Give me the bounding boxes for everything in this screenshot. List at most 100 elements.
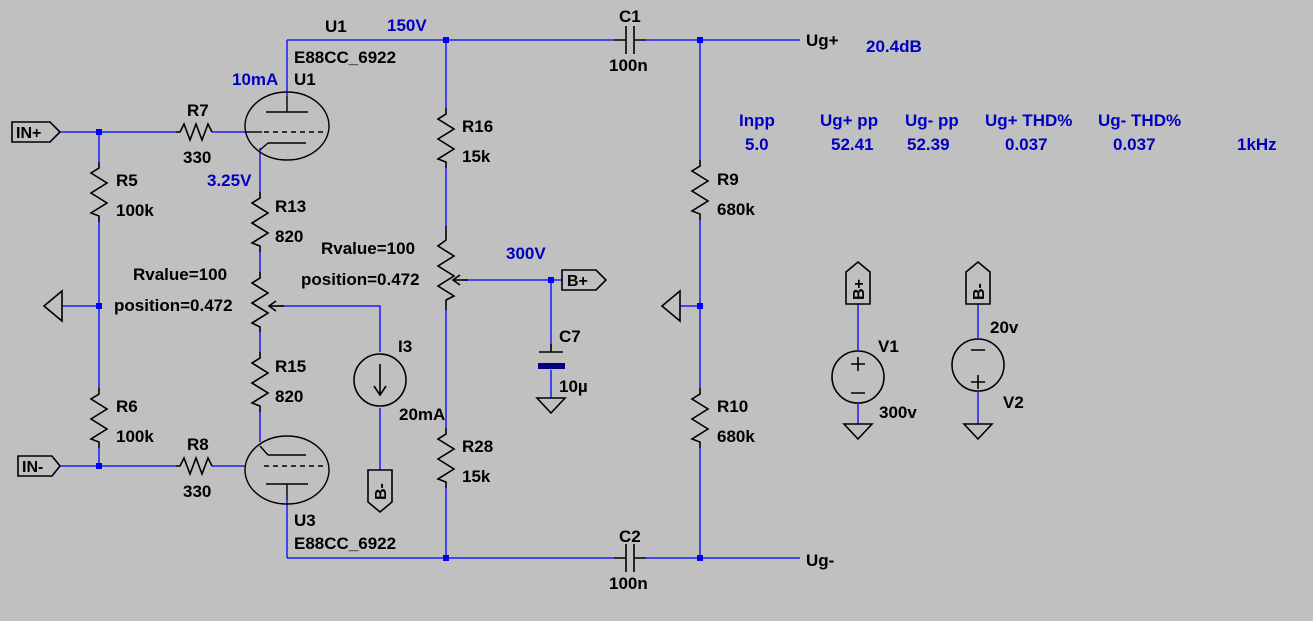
r16-value: 15k — [462, 147, 491, 166]
pot-right-position: position=0.472 — [301, 270, 420, 289]
net-flag-b-minus-v2[interactable]: B- — [965, 260, 991, 305]
resistor-r10[interactable]: R10 680k — [691, 387, 755, 449]
r10-value: 680k — [717, 427, 755, 446]
net-flag-in-minus[interactable]: IN- — [17, 455, 62, 477]
measurement-table: Inpp Ug+ pp Ug- pp Ug+ THD% Ug- THD% 5.0… — [739, 111, 1277, 154]
table-header: Inpp — [739, 111, 775, 130]
resistor-r28[interactable]: R28 15k — [437, 427, 493, 489]
resistor-r9[interactable]: R9 680k — [691, 159, 755, 221]
net-label-ug-plus: Ug+ — [806, 31, 839, 50]
table-header: Ug- pp — [905, 111, 959, 130]
v1-value: 300v — [879, 403, 917, 422]
ground-symbols — [42, 289, 994, 441]
tube-u1[interactable]: U1 E88CC_6922 U1 — [244, 17, 396, 161]
resistor-r6[interactable]: R6 100k — [90, 387, 154, 449]
v2-ref: 20v — [990, 318, 1019, 337]
c2-ref: C2 — [619, 527, 641, 546]
current-source-i3[interactable]: I3 20mA — [353, 337, 445, 424]
r10-ref: R10 — [717, 397, 748, 416]
u1-model: E88CC_6922 — [294, 48, 396, 67]
u3-ref: U3 — [294, 511, 316, 530]
pot-left-rvalue: Rvalue=100 — [133, 265, 227, 284]
r5-ref: R5 — [116, 171, 138, 190]
resistor-r5[interactable]: R5 100k — [90, 161, 154, 223]
r28-ref: R28 — [462, 437, 493, 456]
c1-value: 100n — [609, 56, 648, 75]
u3-model: E88CC_6922 — [294, 534, 396, 553]
net-flag-in-plus[interactable]: IN+ — [11, 121, 62, 143]
table-cell: 52.41 — [831, 135, 874, 154]
ground-v2 — [962, 423, 994, 441]
voltage-source-v1[interactable]: V1 300v — [831, 337, 917, 422]
i3-ref: I3 — [398, 337, 412, 356]
ground-v1 — [842, 423, 874, 441]
resistor-r8[interactable]: R8 330 — [176, 435, 213, 501]
v2-label: V2 — [1003, 393, 1024, 412]
table-header: Ug+ THD% — [985, 111, 1072, 130]
potentiometer-left[interactable]: Rvalue=100 position=0.472 — [114, 265, 284, 332]
ground-c7 — [535, 397, 567, 415]
in-plus-label: IN+ — [16, 125, 41, 142]
annotation-150v: 150V — [387, 16, 427, 35]
c2-value: 100n — [609, 574, 648, 593]
c1-ref: C1 — [619, 7, 641, 26]
net-label-ug-minus: Ug- — [806, 551, 834, 570]
ground-right — [660, 289, 681, 323]
u1-ref: U1 — [294, 70, 316, 89]
r15-ref: R15 — [275, 357, 306, 376]
voltage-source-v2[interactable]: 20v V2 — [951, 318, 1024, 412]
u1-ref-top: U1 — [325, 17, 347, 36]
capacitor-c2[interactable]: C2 100n — [609, 527, 648, 593]
c7-ref: C7 — [559, 327, 581, 346]
net-flag-b-plus-v1[interactable]: B+ — [845, 260, 871, 305]
pot-right-rvalue: Rvalue=100 — [321, 239, 415, 258]
tube-u3[interactable]: U3 E88CC_6922 — [244, 435, 396, 553]
r6-ref: R6 — [116, 397, 138, 416]
b-minus-v2-label: B- — [971, 283, 988, 300]
r28-value: 15k — [462, 467, 491, 486]
r8-ref: R8 — [187, 435, 209, 454]
r5-value: 100k — [116, 201, 154, 220]
r16-ref: R16 — [462, 117, 493, 136]
r6-value: 100k — [116, 427, 154, 446]
annotation-300v: 300V — [506, 244, 546, 263]
resistor-r16[interactable]: R16 15k — [437, 107, 493, 169]
net-flag-b-minus-i3[interactable]: B- — [367, 469, 393, 514]
r7-value: 330 — [183, 148, 211, 167]
r9-value: 680k — [717, 200, 755, 219]
resistor-r7[interactable]: R7 330 — [176, 101, 213, 167]
b-minus-i3-label: B- — [373, 483, 390, 500]
annotation-3-25v: 3.25V — [207, 171, 252, 190]
table-cell: 5.0 — [745, 135, 769, 154]
r13-ref: R13 — [275, 197, 306, 216]
table-cell: 0.037 — [1113, 135, 1156, 154]
r9-ref: R9 — [717, 170, 739, 189]
junction-dots — [96, 37, 703, 561]
b-plus-label: B+ — [567, 273, 588, 290]
r13-value: 820 — [275, 227, 303, 246]
i3-value: 20mA — [399, 405, 445, 424]
capacitor-c1[interactable]: C1 100n — [609, 7, 648, 75]
r7-ref: R7 — [187, 101, 209, 120]
b-plus-v1-label: B+ — [851, 279, 868, 300]
v1-ref: V1 — [878, 337, 899, 356]
c7-value: 10µ — [559, 377, 588, 396]
frequency-label: 1kHz — [1237, 135, 1277, 154]
resistor-r15[interactable]: R15 820 — [251, 351, 306, 413]
r15-value: 820 — [275, 387, 303, 406]
table-header: Ug+ pp — [820, 111, 878, 130]
net-flag-b-plus-right[interactable]: B+ — [561, 269, 608, 291]
capacitor-c7[interactable]: C7 10µ — [538, 327, 588, 396]
annotation-gain: 20.4dB — [866, 37, 922, 56]
potentiometer-right[interactable]: Rvalue=100 position=0.472 — [301, 226, 468, 310]
table-cell: 52.39 — [907, 135, 950, 154]
in-minus-label: IN- — [22, 459, 43, 476]
r8-value: 330 — [183, 482, 211, 501]
resistor-r13[interactable]: R13 820 — [251, 191, 306, 253]
ground-left — [42, 289, 63, 323]
table-cell: 0.037 — [1005, 135, 1048, 154]
table-header: Ug- THD% — [1098, 111, 1181, 130]
annotation-10ma: 10mA — [232, 70, 278, 89]
pot-left-position: position=0.472 — [114, 296, 233, 315]
